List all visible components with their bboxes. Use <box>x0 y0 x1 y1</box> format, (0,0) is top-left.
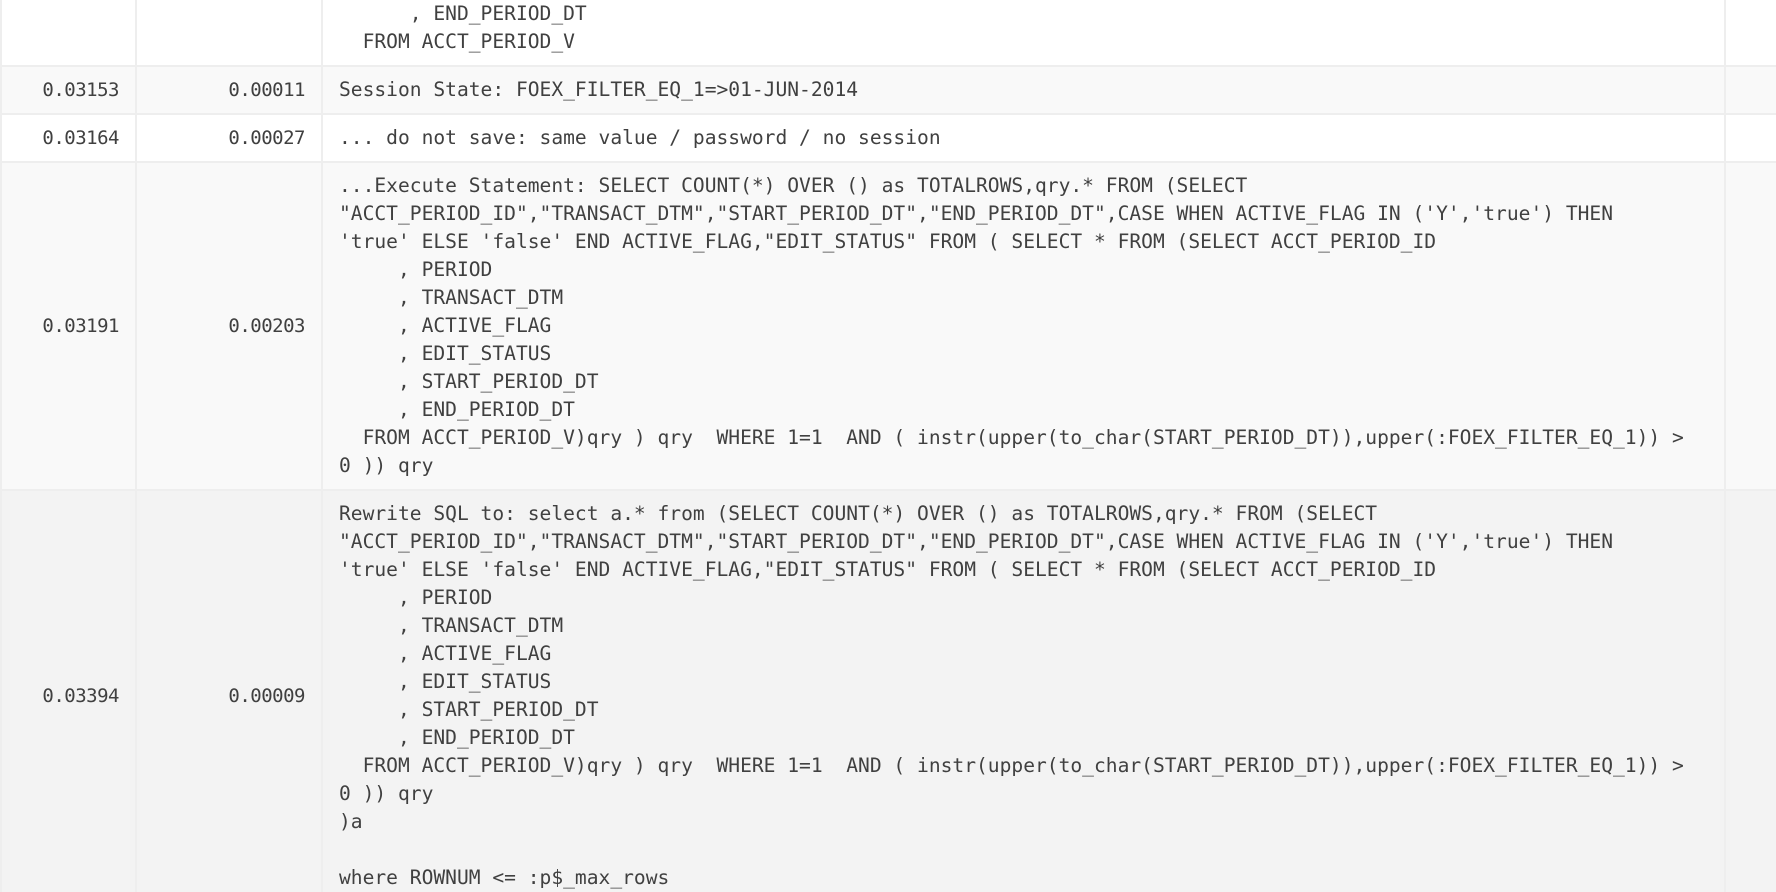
extra-cell <box>1724 161 1776 491</box>
delta-cell <box>135 0 323 67</box>
table-row: 0.03191 0.00203 ...Execute Statement: SE… <box>0 161 1776 491</box>
elapsed-cell: 0.03153 <box>0 65 137 115</box>
delta-cell: 0.00009 <box>135 489 323 892</box>
table-row: 0.03394 0.00009 Rewrite SQL to: select a… <box>0 489 1776 892</box>
table-row: , END_PERIOD_DT FROM ACCT_PERIOD_V <box>0 0 1776 67</box>
delta-cell: 0.00027 <box>135 113 323 163</box>
elapsed-cell: 0.03191 <box>0 161 137 491</box>
extra-cell <box>1724 489 1776 892</box>
message-cell: , END_PERIOD_DT FROM ACCT_PERIOD_V <box>321 0 1726 67</box>
message-cell: ...Execute Statement: SELECT COUNT(*) OV… <box>321 161 1726 491</box>
message-cell: Session State: FOEX_FILTER_EQ_1=>01-JUN-… <box>321 65 1726 115</box>
message-cell: Rewrite SQL to: select a.* from (SELECT … <box>321 489 1726 892</box>
elapsed-cell: 0.03394 <box>0 489 137 892</box>
extra-cell <box>1724 113 1776 163</box>
delta-cell: 0.00011 <box>135 65 323 115</box>
elapsed-cell: 0.03164 <box>0 113 137 163</box>
table-row: 0.03153 0.00011 Session State: FOEX_FILT… <box>0 65 1776 115</box>
delta-cell: 0.00203 <box>135 161 323 491</box>
elapsed-cell <box>0 0 137 67</box>
extra-cell <box>1724 65 1776 115</box>
extra-cell <box>1724 0 1776 67</box>
message-cell: ... do not save: same value / password /… <box>321 113 1726 163</box>
table-row: 0.03164 0.00027 ... do not save: same va… <box>0 113 1776 163</box>
